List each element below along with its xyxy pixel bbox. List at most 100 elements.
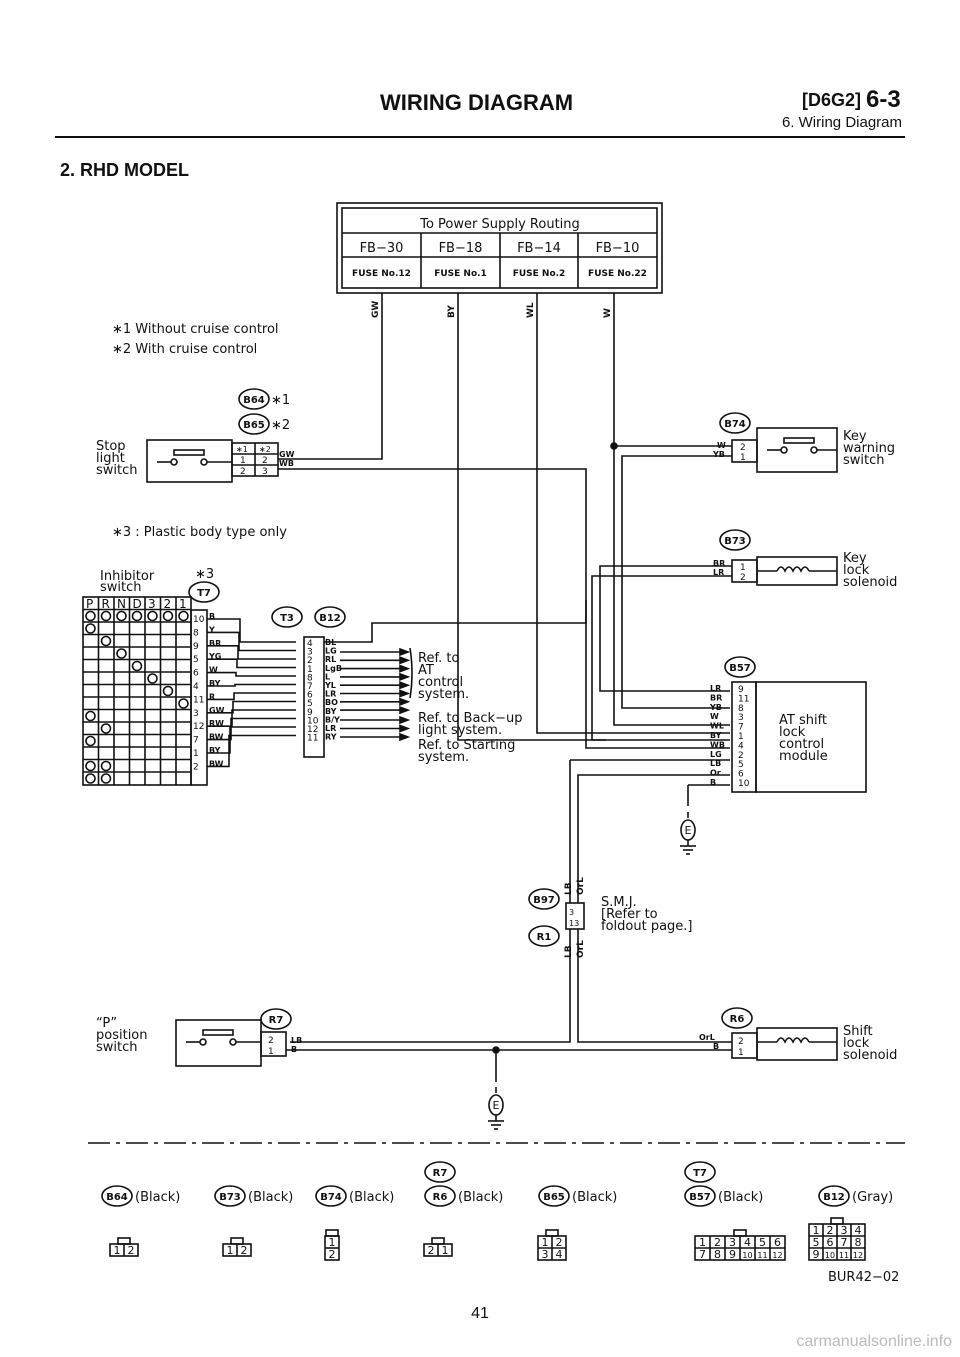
- at-module-label: lock: [779, 725, 806, 740]
- pin-number: 6: [738, 770, 744, 780]
- arrow-head: [399, 732, 411, 742]
- wire-code: YG: [208, 652, 221, 661]
- wire-code: Or: [710, 769, 721, 778]
- contact-dot: [147, 673, 158, 684]
- stop-switch-label: Stop: [96, 439, 126, 454]
- wire-code: BW: [209, 759, 224, 768]
- fuse-block: FB−14: [517, 241, 561, 256]
- shift-position: 3: [148, 597, 156, 611]
- pin-number: 10: [193, 615, 205, 625]
- legend-connector-top-oval: [424, 1161, 456, 1183]
- pin-number: 2: [740, 573, 746, 583]
- ref-start: Ref. to Starting: [418, 738, 515, 753]
- pin-number: 9: [738, 685, 744, 695]
- pin-number: 11: [307, 734, 318, 744]
- contact-dot: [116, 648, 127, 659]
- arrow-head: [399, 647, 411, 657]
- legend-connector-top-oval: [684, 1161, 716, 1183]
- connector-b74-label: B74: [724, 419, 746, 430]
- contact-dot: [85, 623, 96, 634]
- key-warning-switch-contact: [810, 446, 818, 454]
- stop-switch-contact: [200, 458, 208, 466]
- pin-number: 3: [262, 467, 268, 477]
- smj-connector: [565, 902, 585, 930]
- legend-pin: 1: [542, 1236, 549, 1249]
- pin-number: 2: [738, 751, 744, 761]
- legend-connector-label: B65: [543, 1192, 565, 1203]
- pin-number: 1: [307, 665, 313, 675]
- pin-number: 2: [738, 1037, 744, 1047]
- pin-number: 12: [307, 725, 318, 735]
- pin-number: 4: [307, 639, 313, 649]
- inhibitor-wire: [207, 671, 296, 677]
- legend-color: (Black): [572, 1190, 617, 1205]
- connector-b57-label: B57: [729, 663, 751, 674]
- wire-code: BR: [710, 693, 722, 702]
- wire-code: GW: [209, 706, 225, 715]
- footer-watermark: carmanualsonline.info: [796, 1333, 952, 1350]
- legend-connector-oval: [684, 1185, 716, 1207]
- inhibitor-wire: [207, 644, 296, 660]
- note-text: ∗1 Without cruise control: [112, 322, 279, 337]
- connector-b64-label: B64: [243, 395, 265, 406]
- pin-number: 7: [307, 682, 313, 692]
- p-switch-lever: [202, 1029, 234, 1036]
- pin-number: 2: [193, 762, 199, 772]
- arrow-head: [399, 664, 411, 673]
- wire-code: BR: [209, 639, 221, 648]
- legend-pin: 1: [329, 1236, 336, 1249]
- inhibitor-wire: [207, 700, 296, 714]
- pin-number: 2: [240, 467, 246, 477]
- wire-code: W: [717, 441, 726, 450]
- shift-lock-label: lock: [843, 1036, 870, 1051]
- legend-pin: 4: [744, 1236, 751, 1249]
- wire-code: BO: [325, 698, 338, 707]
- wire-code: B/Y: [325, 715, 340, 724]
- legend-latch: [325, 1229, 339, 1237]
- ground-label: E: [685, 824, 692, 837]
- ref-start: system.: [418, 750, 469, 765]
- legend-connector-oval: [538, 1185, 570, 1207]
- connector-b74-oval: [719, 412, 751, 434]
- legend-connector-label: B64: [106, 1192, 128, 1203]
- contact-dot: [131, 660, 143, 672]
- wire-code: B: [291, 1045, 297, 1054]
- stop-switch-contact: [170, 458, 178, 466]
- wire-bl: [324, 600, 587, 643]
- section-heading: 2. RHD MODEL: [60, 160, 190, 180]
- p-switch-connector: [260, 1031, 287, 1057]
- arrow-head: [399, 705, 411, 715]
- fuse-number: FUSE No.1: [434, 269, 487, 279]
- legend-pin: 2: [714, 1236, 721, 1249]
- legend-pin: 3: [729, 1236, 736, 1249]
- connector-b97-oval: [528, 888, 560, 910]
- legend-pin: 12: [853, 1251, 863, 1260]
- shift-lock-solenoid-coil: [776, 1037, 810, 1044]
- wire-code: LgB: [325, 664, 342, 673]
- legend-color: (Black): [248, 1190, 293, 1205]
- pin-number: 11: [738, 694, 749, 704]
- legend-pin: 10: [825, 1251, 835, 1260]
- pin-number: 1: [738, 1048, 744, 1058]
- ref-at: system.: [418, 687, 469, 702]
- key-lock-label: solenoid: [843, 575, 897, 590]
- pin-header: ∗2: [259, 445, 271, 454]
- shift-lock-solenoid-body: [756, 1027, 838, 1061]
- pin-number: 8: [307, 673, 313, 683]
- wire-code: LB: [564, 882, 574, 895]
- wire-code: LG: [325, 647, 337, 656]
- note-text: ∗3 : Plastic body type only: [112, 525, 287, 540]
- legend-pin: 2: [128, 1244, 135, 1257]
- pin-number: 1: [740, 563, 746, 573]
- legend-pin: 3: [841, 1224, 848, 1237]
- pin-number: 4: [738, 741, 744, 751]
- legend-pin: 12: [772, 1251, 782, 1260]
- fuse-block: FB−10: [596, 241, 640, 256]
- legend-connector-oval: [818, 1185, 850, 1207]
- pin-number: 3: [569, 908, 574, 917]
- doc-code: [D6G2]: [802, 90, 862, 110]
- legend-pin: 1: [114, 1244, 121, 1257]
- pin-header: ∗1: [236, 445, 248, 454]
- legend-pin: 10: [742, 1251, 752, 1260]
- power-wire-label: BY: [447, 305, 457, 318]
